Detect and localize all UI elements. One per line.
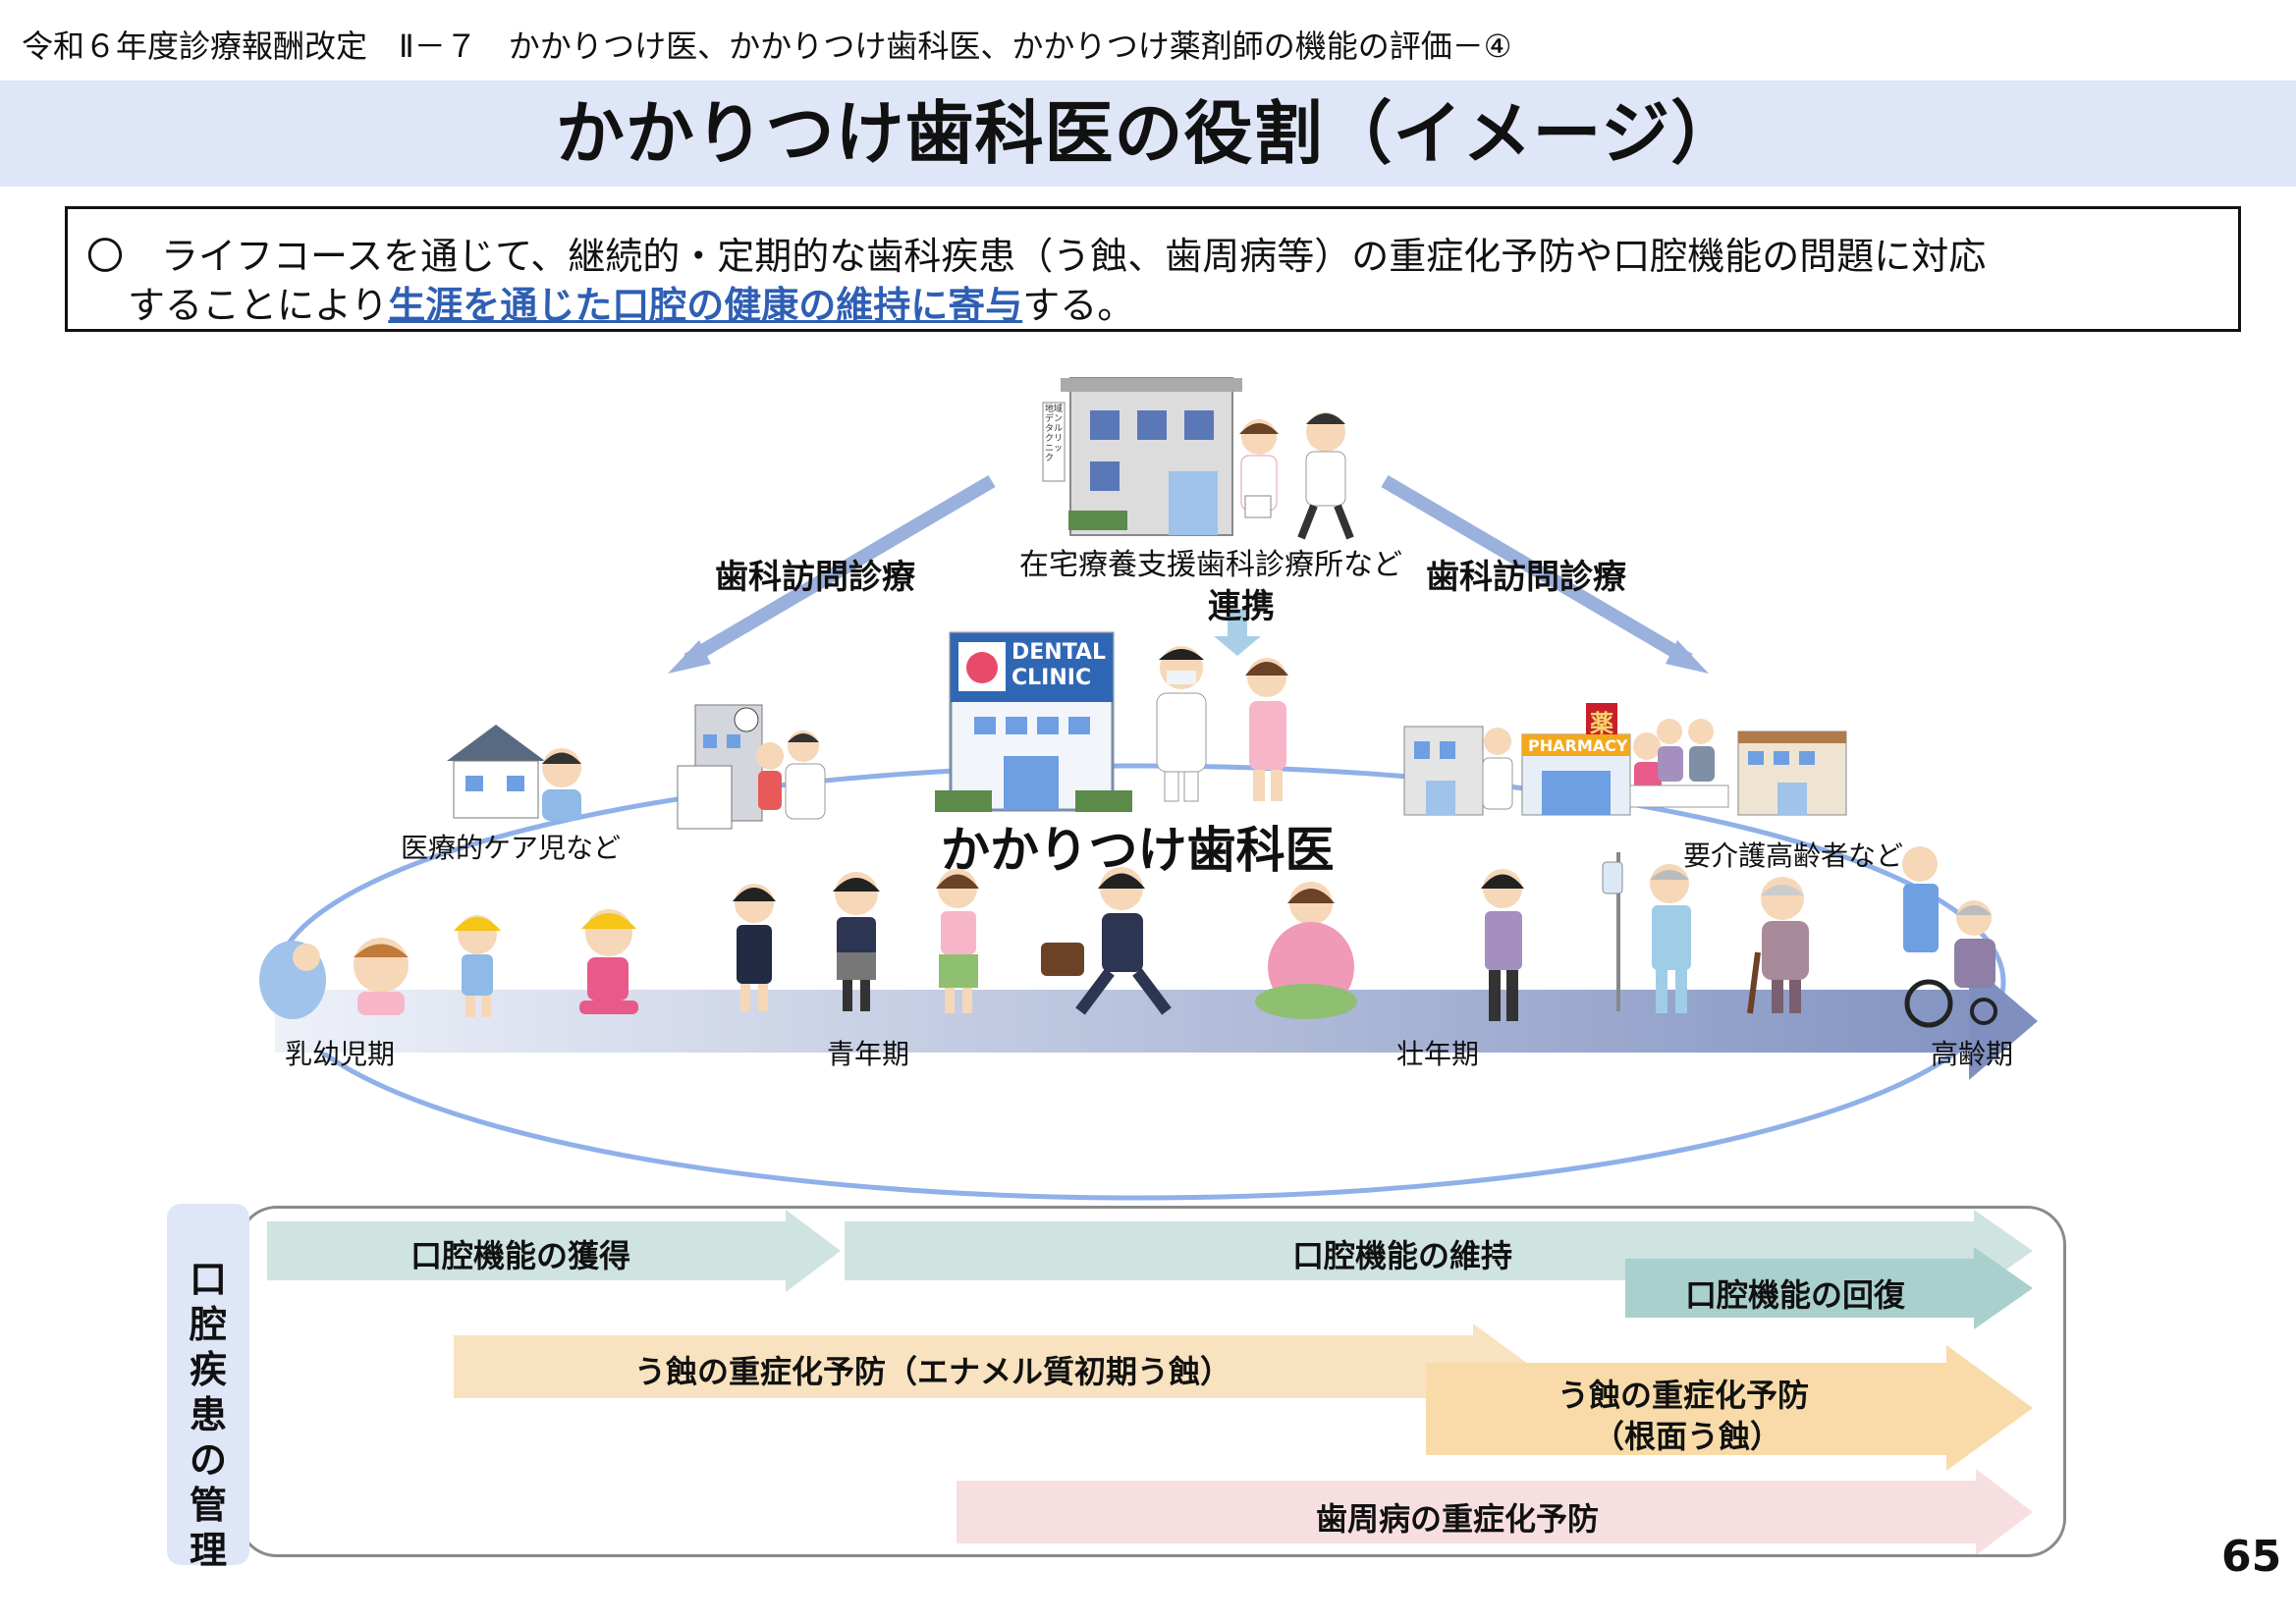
arrow-caries-early (454, 1324, 1532, 1410)
regional-clinic-sign: 地域デンタルクリニック (1045, 405, 1064, 463)
medical-care-child-label: 医療的ケア児など (401, 832, 622, 864)
page-number: 65 (2221, 1532, 2282, 1582)
summary-line-2-pre: することにより (128, 284, 389, 327)
arrow-caries-root (1426, 1345, 2033, 1471)
top-nurse-person (1239, 419, 1279, 518)
baby-in-blanket (259, 941, 326, 1019)
elderly-care-label: 要介護高齢者など (1683, 839, 1904, 872)
caries-root-label-2: （根面う蝕） (1593, 1418, 1782, 1455)
schoolchild-person (579, 909, 638, 1014)
management-side-label: 口腔疾患の管理 (189, 1258, 227, 1572)
cooperation-arrow (1214, 609, 1261, 656)
function-maintain-label: 口腔機能の維持 (1292, 1237, 1513, 1274)
visit-left-label: 歯科訪問診療 (715, 558, 915, 597)
student-girl-person (733, 884, 776, 1011)
pharmacy-sign: PHARMACY (1528, 736, 1628, 755)
management-side-band (167, 1204, 249, 1565)
dental-hygienist-person (1245, 658, 1288, 801)
pregnant-woman-person (1255, 882, 1357, 1019)
school-dentist-checkup (756, 730, 826, 820)
visit-arrow-left (668, 474, 996, 674)
care-facility-building (1737, 730, 1847, 816)
title-band (0, 81, 2296, 187)
caries-early-label: う蝕の重症化予防（エナメル質初期う蝕） (634, 1353, 1232, 1390)
young-woman-person (936, 869, 979, 1013)
pharmacist-and-patients (1629, 719, 1729, 808)
toddler-person (354, 938, 409, 1015)
pharmacy-kanji-sign: 薬 (1590, 710, 1613, 737)
visit-arrow-right (1381, 474, 1709, 674)
stage-infancy: 乳幼児期 (285, 1038, 396, 1070)
top-facility-label: 在宅療養支援歯科診療所など (1019, 548, 1402, 582)
header-breadcrumb: 令和６年度診療報酬改定 Ⅱ－７ かかりつけ医、かかりつけ歯科医、かかりつけ薬剤師… (22, 27, 1512, 65)
preschooler-person (454, 915, 501, 1017)
school-building (677, 704, 763, 830)
dentist-person (1156, 646, 1207, 802)
summary-line-2-post: する。 (1022, 284, 1135, 327)
page-title: かかりつけ歯科医の役割（イメージ） (555, 93, 1741, 174)
arrow-function-recover (1625, 1247, 2033, 1329)
cooperation-label: 連携 (1208, 587, 1275, 626)
visit-right-label: 歯科訪問診療 (1426, 558, 1626, 597)
clinic-sign-line-1: DENTAL (1011, 640, 1107, 665)
summary-emphasis: 生涯を通じた口腔の健康の維持に寄与 (388, 284, 1023, 327)
arrow-perio (957, 1469, 2033, 1555)
function-recover-label: 口腔機能の回復 (1685, 1276, 1906, 1314)
caries-root-label-1: う蝕の重症化予防 (1558, 1377, 1810, 1414)
center-label: かかりつけ歯科医 (941, 822, 1335, 879)
timeline-arrow (275, 962, 2038, 1080)
iv-stand-elderly-person (1602, 852, 1691, 1013)
pharmacy-building (1521, 703, 1631, 816)
elderly-with-cane-person (1747, 877, 1809, 1014)
function-acquire-label: 口腔機能の獲得 (410, 1237, 631, 1274)
top-doctor-person (1297, 412, 1354, 540)
perio-label: 歯周病の重症化予防 (1316, 1500, 1600, 1538)
clinic-sign-line-2: CLINIC (1011, 666, 1092, 690)
summary-line-2: することにより生涯を通じた口腔の健康の維持に寄与する。 (128, 275, 1134, 329)
child-with-care-person (542, 748, 581, 821)
house-icon (447, 725, 545, 819)
highschool-girl-person (833, 872, 880, 1011)
adult-woman-person (1481, 869, 1524, 1021)
stage-prime: 壮年期 (1396, 1038, 1480, 1070)
regional-clinic-building (1403, 726, 1513, 816)
businesswoman-person (1041, 867, 1172, 1015)
summary-line-1: 〇 ライフコースを通じて、継続的・定期的な歯科疾患（う蝕、歯周病等）の重症化予防… (86, 235, 1987, 278)
dental-clinic-building (935, 631, 1132, 812)
summary-box (65, 206, 2241, 332)
arrow-function-acquire (267, 1210, 841, 1292)
stage-youth: 青年期 (827, 1038, 910, 1070)
top-dental-clinic-building (1042, 377, 1242, 536)
stage-elderly: 高齢期 (1931, 1038, 2014, 1070)
wheelchair-elderly-person (1902, 846, 1997, 1028)
